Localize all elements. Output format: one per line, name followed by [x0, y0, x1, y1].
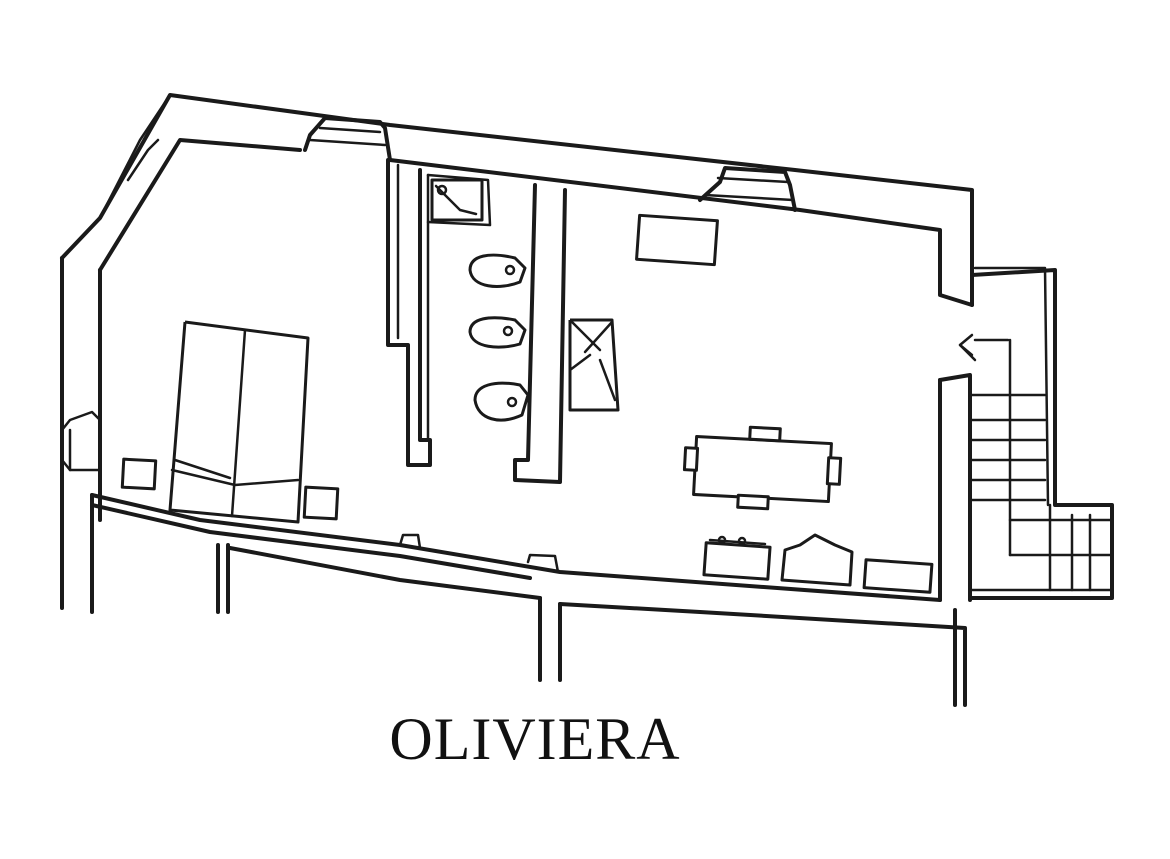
- living-furniture: [568, 213, 934, 594]
- stairs: [958, 266, 1114, 600]
- plan-title: OLIVIERA: [389, 706, 681, 772]
- bedroom-furniture: [120, 320, 340, 524]
- windows: [60, 116, 797, 472]
- interior-walls: [386, 158, 972, 602]
- bathroom-fixtures: [430, 178, 530, 422]
